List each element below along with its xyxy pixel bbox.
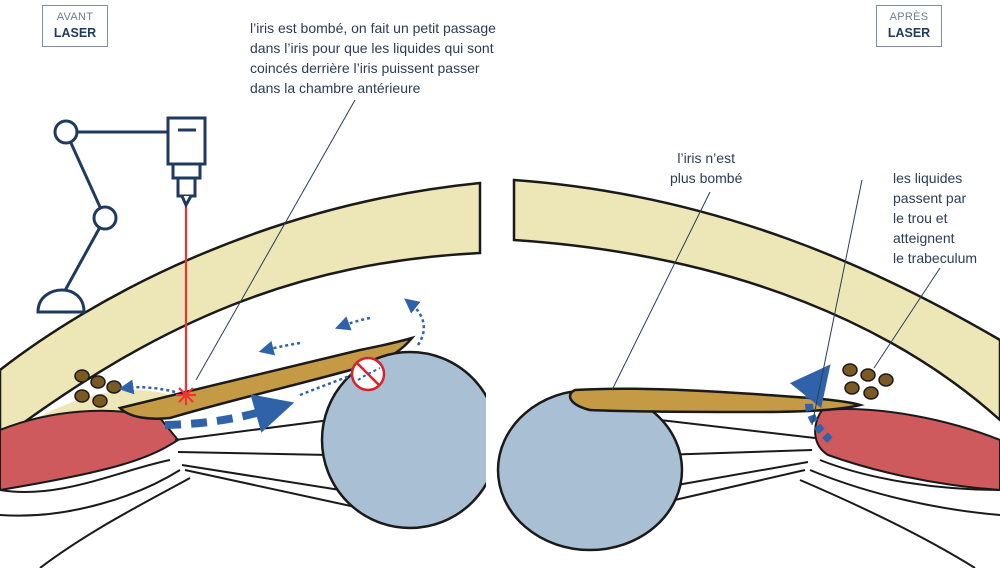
annotation-line: atteignent — [893, 230, 955, 246]
zonules-right — [639, 419, 816, 509]
trabeculum-right — [842, 363, 894, 400]
annotation-line: passent par — [893, 190, 967, 206]
annotation-line: plus bombé — [670, 170, 743, 186]
annotation-line: coincés derrière l’iris puissent passer — [250, 60, 480, 76]
blocked-icon — [350, 356, 386, 392]
iris-bulging — [117, 335, 416, 420]
fluid-dotted-arrows — [118, 298, 426, 397]
annotation-line: le trabeculum — [893, 250, 978, 266]
annotation-line: l’iris n’est — [677, 150, 735, 166]
cornea-sclera-left — [0, 181, 482, 442]
annotation-line: les liquides — [893, 170, 963, 186]
badge-before-line2: LASER — [53, 26, 97, 40]
badge-before-laser: AVANT LASER — [42, 5, 108, 47]
laser-impact-icon — [176, 385, 196, 405]
fluid-flow-arrow — [164, 394, 295, 433]
fluid-flow-arrow-right — [789, 364, 833, 443]
eye-before-laser — [0, 99, 500, 568]
annotation-iris-flat: l’iris n’est plus bombé — [670, 148, 742, 188]
leader-line-iris — [611, 191, 711, 391]
eye-after-laser — [496, 178, 1000, 568]
lens-right — [496, 388, 684, 552]
leader-line-trabeculum — [873, 267, 941, 369]
badge-before-line1: AVANT — [56, 11, 94, 23]
annotation-line: dans l’iris pour que les liquides qui so… — [250, 40, 494, 56]
annotation-fluids: les liquides passent par le trou et atte… — [893, 168, 977, 268]
annotation-line: dans la chambre antérieure — [250, 80, 421, 96]
leader-line-fluids — [811, 179, 863, 426]
ciliary-body-right — [814, 408, 1000, 492]
iris-flat — [568, 387, 865, 414]
badge-after-laser: APRÈS LASER — [876, 5, 942, 47]
laser-device-icon — [36, 116, 207, 314]
ciliary-body-left — [0, 409, 180, 492]
annotation-line: l’iris est bombé, on fait un petit passa… — [250, 20, 496, 36]
badge-after-line1: APRÈS — [889, 11, 929, 23]
annotation-laser-passage: l’iris est bombé, on fait un petit passa… — [250, 18, 496, 98]
badge-after-line2: LASER — [887, 26, 931, 40]
annotation-line: le trou et — [893, 210, 948, 226]
lens-left — [320, 350, 500, 530]
leader-line-laser — [195, 99, 356, 381]
